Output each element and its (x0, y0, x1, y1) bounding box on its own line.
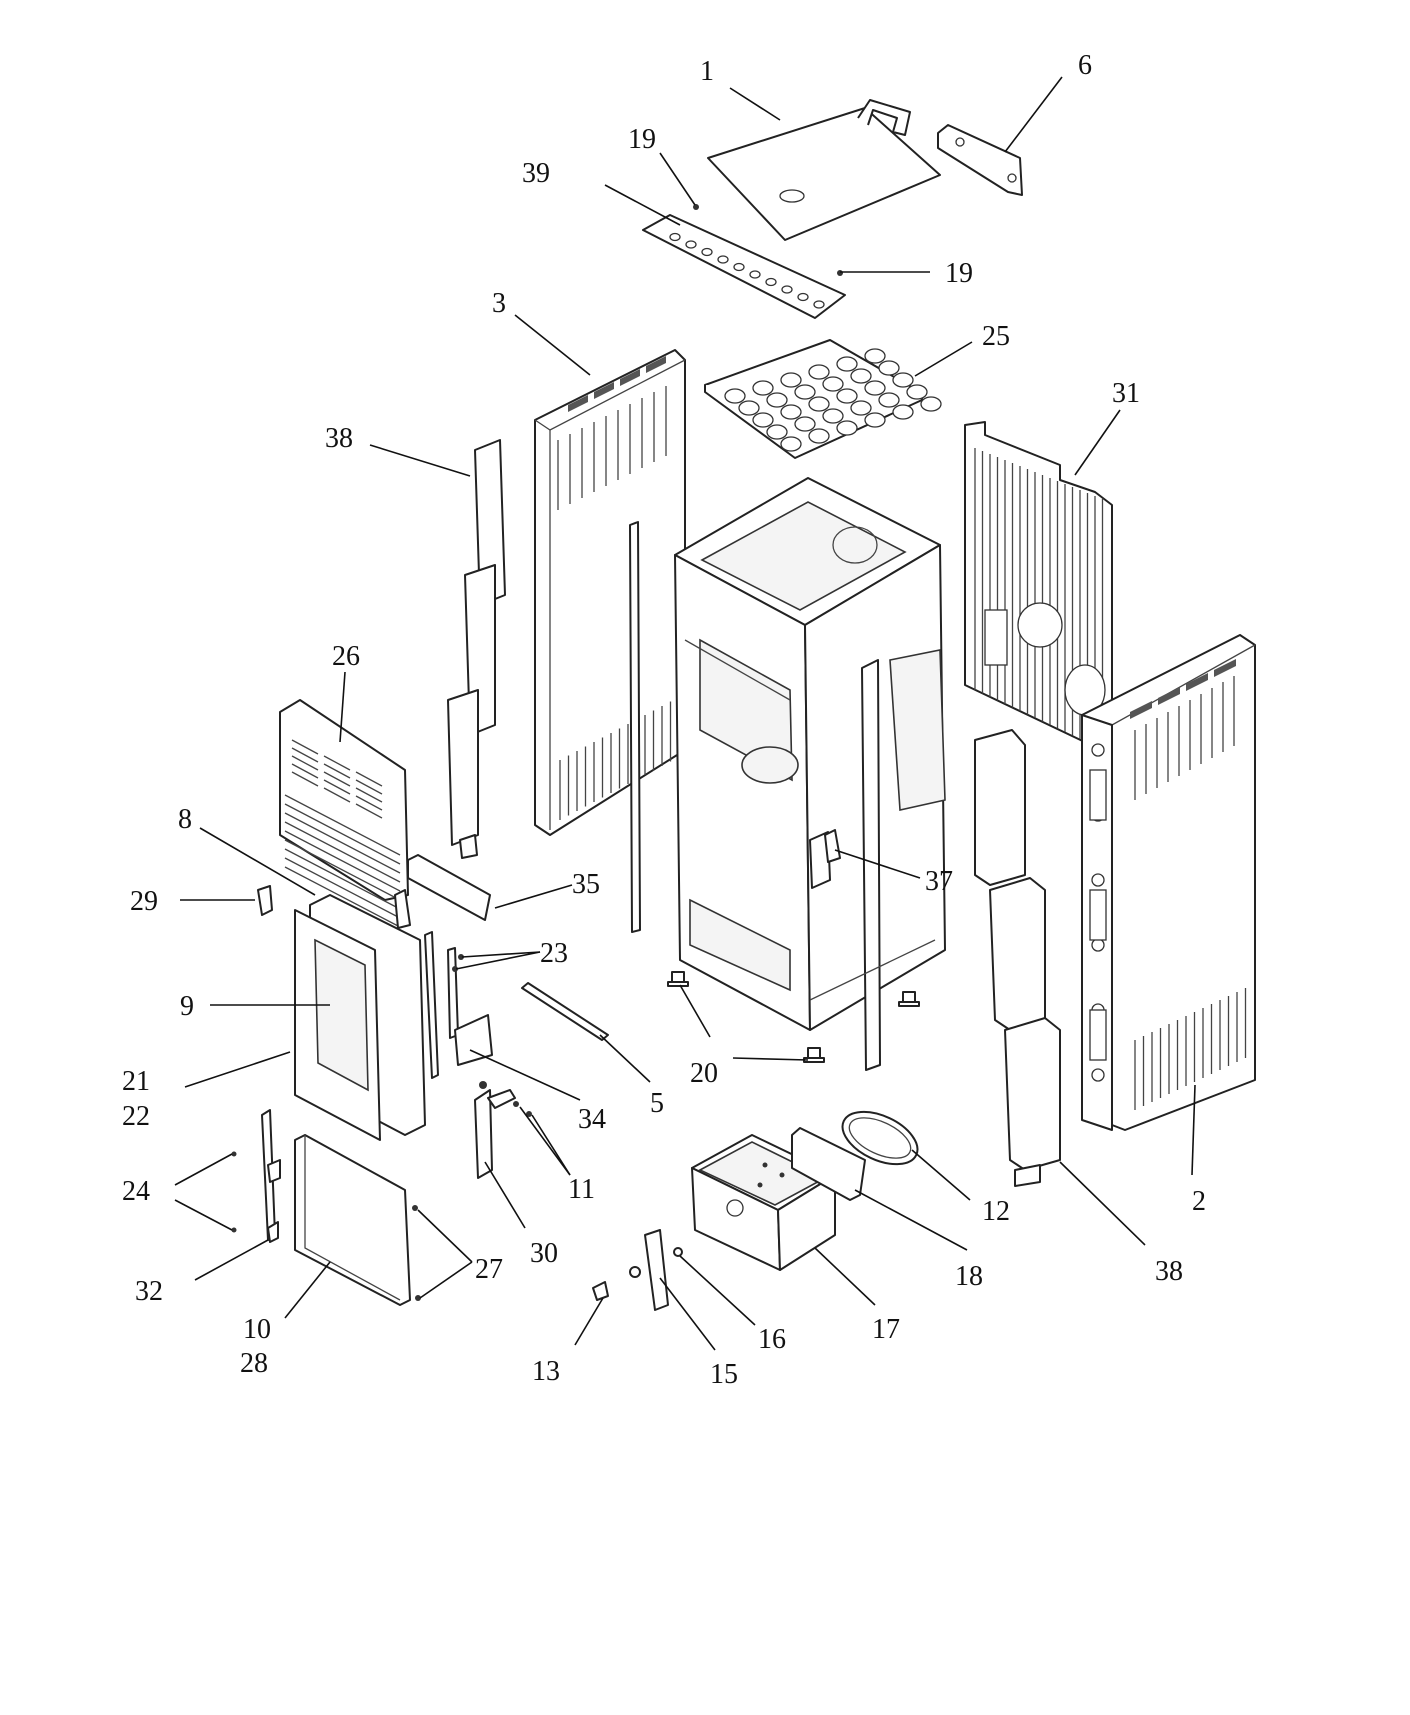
leader-lines (174, 76, 1196, 1351)
callout-23: 23 (540, 938, 568, 969)
callout-10: 10 (243, 1314, 271, 1345)
stove-body (629, 477, 946, 1071)
callout-26: 26 (332, 641, 360, 672)
part-10-ash-door (294, 1134, 411, 1306)
callout-5: 5 (650, 1088, 664, 1119)
callout-21: 21 (122, 1066, 150, 1097)
callout-34: 34 (578, 1104, 606, 1135)
part-15-washer (629, 1266, 641, 1278)
callout-13: 13 (532, 1356, 560, 1387)
callout-11: 11 (568, 1174, 595, 1205)
callout-3: 3 (492, 288, 506, 319)
part-23-gasket-strips (424, 931, 493, 1079)
callout-16: 16 (758, 1324, 786, 1355)
part-2-right-side-panel (1081, 634, 1256, 1131)
part-25-grid (704, 339, 942, 459)
callout-9: 9 (180, 991, 194, 1022)
part-24-screw-b (231, 1227, 237, 1233)
part-29-fitting (257, 885, 273, 916)
part-32-hinge (261, 1109, 281, 1243)
callout-35: 35 (572, 869, 600, 900)
part-37-switch (824, 829, 841, 863)
callout-12: 12 (982, 1196, 1010, 1227)
callout-25: 25 (982, 321, 1010, 352)
callout-1: 1 (700, 56, 714, 87)
part-3-left-side-panel (534, 349, 686, 836)
callout-37: 37 (925, 866, 953, 897)
part-24-screw-a (231, 1151, 237, 1157)
part-15-latch-plate (644, 1229, 669, 1311)
callout-8: 8 (178, 804, 192, 835)
part-11-screws (513, 1101, 532, 1117)
part-27-screw-b (415, 1295, 421, 1301)
callout-2: 2 (1192, 1186, 1206, 1217)
callout-22: 22 (122, 1101, 150, 1132)
part-5-rod (521, 982, 609, 1041)
callout-39: 39 (522, 158, 550, 189)
callout-labels: 1 6 19 39 19 3 25 31 38 26 8 29 35 37 23… (122, 50, 1206, 1390)
callout-17: 17 (872, 1314, 900, 1345)
callout-29: 29 (130, 886, 158, 917)
callout-30: 30 (530, 1238, 558, 1269)
part-18-gasket (791, 1127, 866, 1201)
part-27-screw-a (412, 1205, 418, 1211)
callout-18: 18 (955, 1261, 983, 1292)
part-20-feet (667, 971, 920, 1063)
part-12-oval-gasket (841, 1110, 919, 1166)
part-30-handle (474, 1081, 516, 1179)
part-39-control-panel (642, 214, 846, 319)
part-6-bracket (937, 124, 1023, 196)
callout-6: 6 (1078, 50, 1092, 81)
part-26-front-grille (279, 699, 409, 928)
callout-19-top: 19 (628, 124, 656, 155)
part-1-top-lid (707, 99, 941, 241)
callout-38-right: 38 (1155, 1256, 1183, 1287)
part-17-ash-box (691, 1134, 836, 1271)
callout-32: 32 (135, 1276, 163, 1307)
callout-31: 31 (1112, 378, 1140, 409)
callout-28: 28 (240, 1348, 268, 1379)
part-19-screw-b (837, 270, 843, 276)
callout-38-left: 38 (325, 423, 353, 454)
callout-24: 24 (122, 1176, 150, 1207)
part-13-bolt (592, 1281, 609, 1301)
part-38-left-corner-trim (447, 439, 506, 859)
part-19-screw-a (693, 204, 699, 210)
part-38-right-corner-trim (974, 729, 1061, 1187)
part-31-rear-panel (964, 421, 1113, 756)
part-35-deflector (407, 854, 491, 921)
callout-27: 27 (475, 1254, 503, 1285)
callout-20: 20 (690, 1058, 718, 1089)
callout-15: 15 (710, 1359, 738, 1390)
callout-19-right: 19 (945, 258, 973, 289)
part-16-washer (673, 1247, 683, 1257)
part-9-door-frame (294, 889, 426, 1141)
